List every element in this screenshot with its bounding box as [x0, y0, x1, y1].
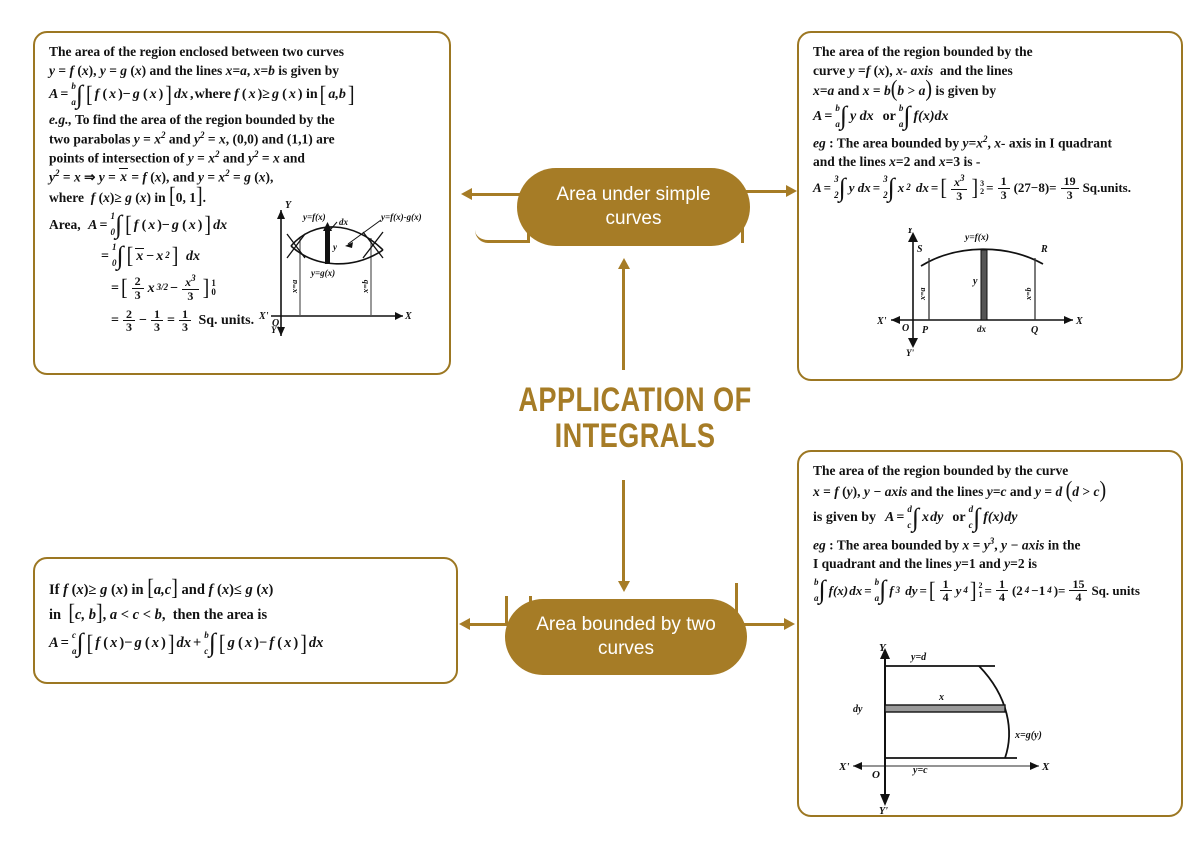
tl-line-6: points of intersection of y = x2 and y2 … [49, 148, 305, 166]
content-box-top-right: The area of the region bounded by the cu… [797, 31, 1183, 381]
svg-text:Q: Q [1031, 325, 1038, 336]
svg-text:Y': Y' [879, 806, 888, 814]
tr-line-3: x=a and x = b(b > a) is given by [813, 76, 997, 102]
content-box-bottom-right: The area of the region bounded by the cu… [797, 450, 1183, 817]
tr-line-2: curve y =f (x), x- axis and the lines [813, 62, 1013, 78]
svg-text:y=f(x)-g(x): y=f(x)-g(x) [380, 212, 422, 222]
tl-line-2: y = f (x), y = g (x) and the lines x=a, … [49, 62, 339, 78]
svg-text:x=a: x=a [289, 279, 299, 294]
svg-text:dx: dx [339, 217, 349, 227]
tl-line-4: e.g., To find the area of the region bou… [49, 112, 335, 128]
svg-text:y=d: y=d [910, 652, 927, 663]
svg-text:X: X [1041, 761, 1050, 773]
figure-two-curves: Y X X' Y' O y=f(x) y=g(x) dx y y=f(x)-g(… [258, 200, 422, 336]
br-line-4: eg : The area bounded by x = y3, y − axi… [813, 536, 1081, 553]
page-title: APPLICATION OF INTEGRALS [503, 382, 767, 454]
tr-line-1: The area of the region bounded by the [813, 44, 1033, 59]
svg-text:dy: dy [853, 704, 863, 715]
tl-line-5: two parabolas y = x2 and y2 = x, (0,0) a… [49, 129, 335, 147]
svg-text:y: y [332, 242, 338, 252]
svg-text:y=g(x): y=g(x) [310, 268, 335, 278]
svg-text:R: R [1040, 244, 1048, 255]
svg-text:x: x [938, 692, 944, 703]
svg-text:x=g(y): x=g(y) [1014, 730, 1042, 741]
svg-text:x=b: x=b [1024, 287, 1033, 301]
title-line-1: APPLICATION OF [518, 381, 752, 419]
svg-text:Y: Y [879, 642, 887, 654]
svg-text:Y: Y [907, 228, 914, 236]
svg-text:x=b: x=b [360, 280, 370, 294]
svg-text:O: O [902, 323, 909, 334]
tl-line-1: The area of the region enclosed between … [49, 44, 344, 59]
svg-text:y=f(x): y=f(x) [302, 212, 326, 222]
svg-text:X': X' [839, 761, 849, 773]
title-line-2: INTEGRALS [554, 417, 716, 456]
svg-text:y=c: y=c [912, 765, 928, 776]
svg-text:x=a: x=a [918, 287, 927, 301]
node-area-bounded-by-two-curves[interactable]: Area bounded by two curves [505, 599, 747, 675]
br-line-1: The area of the region bounded by the cu… [813, 463, 1069, 478]
svg-text:O: O [272, 318, 279, 329]
svg-text:S: S [917, 244, 923, 255]
svg-text:Y: Y [285, 200, 292, 211]
figure-area-y-axis: Y X X' Y' O y=d y=c x dy x=g(y) [839, 642, 1050, 814]
content-box-bottom-left: If f (x)≥ g (x) in [a,c] and f (x)≤ g (x… [33, 557, 458, 684]
tl-line-8: where f (x)≥ g (x) in [0, 1]. [49, 183, 207, 209]
svg-text:O: O [872, 769, 880, 781]
svg-text:X: X [404, 311, 412, 322]
svg-text:P: P [922, 325, 929, 336]
bl-line-2: in [c, b], a < c < b, then the area is [49, 600, 268, 626]
content-box-top-left: The area of the region enclosed between … [33, 31, 451, 375]
bl-line-1: If f (x)≥ g (x) in [a,c] and f (x)≤ g (x… [49, 575, 274, 601]
figure-area-under-curve: Y X X' Y' O P Q S R dx y y=f(x) x=a x=b [877, 228, 1083, 358]
svg-text:dx: dx [977, 324, 987, 334]
svg-text:y=f(x): y=f(x) [964, 232, 989, 243]
svg-text:X': X' [258, 311, 269, 322]
svg-text:y: y [972, 276, 978, 287]
svg-text:X': X' [877, 316, 887, 327]
tr-line-6: and the lines x=2 and x=3 is - [813, 153, 981, 169]
svg-text:Y': Y' [906, 348, 914, 358]
tl-line-7: y2 = x ⇒ y = x = f (x), and y = x2 = g (… [49, 167, 274, 185]
node-top-label: Area under simple curves [556, 184, 711, 229]
svg-text:Y': Y' [271, 325, 279, 335]
br-line-5: I quadrant and the lines y=1 and y=2 is [813, 556, 1037, 572]
tr-line-5: eg : The area bounded by y=x2, x- axis i… [813, 133, 1113, 151]
node-bottom-label: Area bounded by two curves [536, 614, 716, 659]
br-line-2: x = f (y), y − axis and the lines y=c an… [813, 476, 1107, 503]
svg-text:X: X [1075, 316, 1083, 327]
node-area-under-simple-curves[interactable]: Area under simple curves [517, 168, 750, 246]
